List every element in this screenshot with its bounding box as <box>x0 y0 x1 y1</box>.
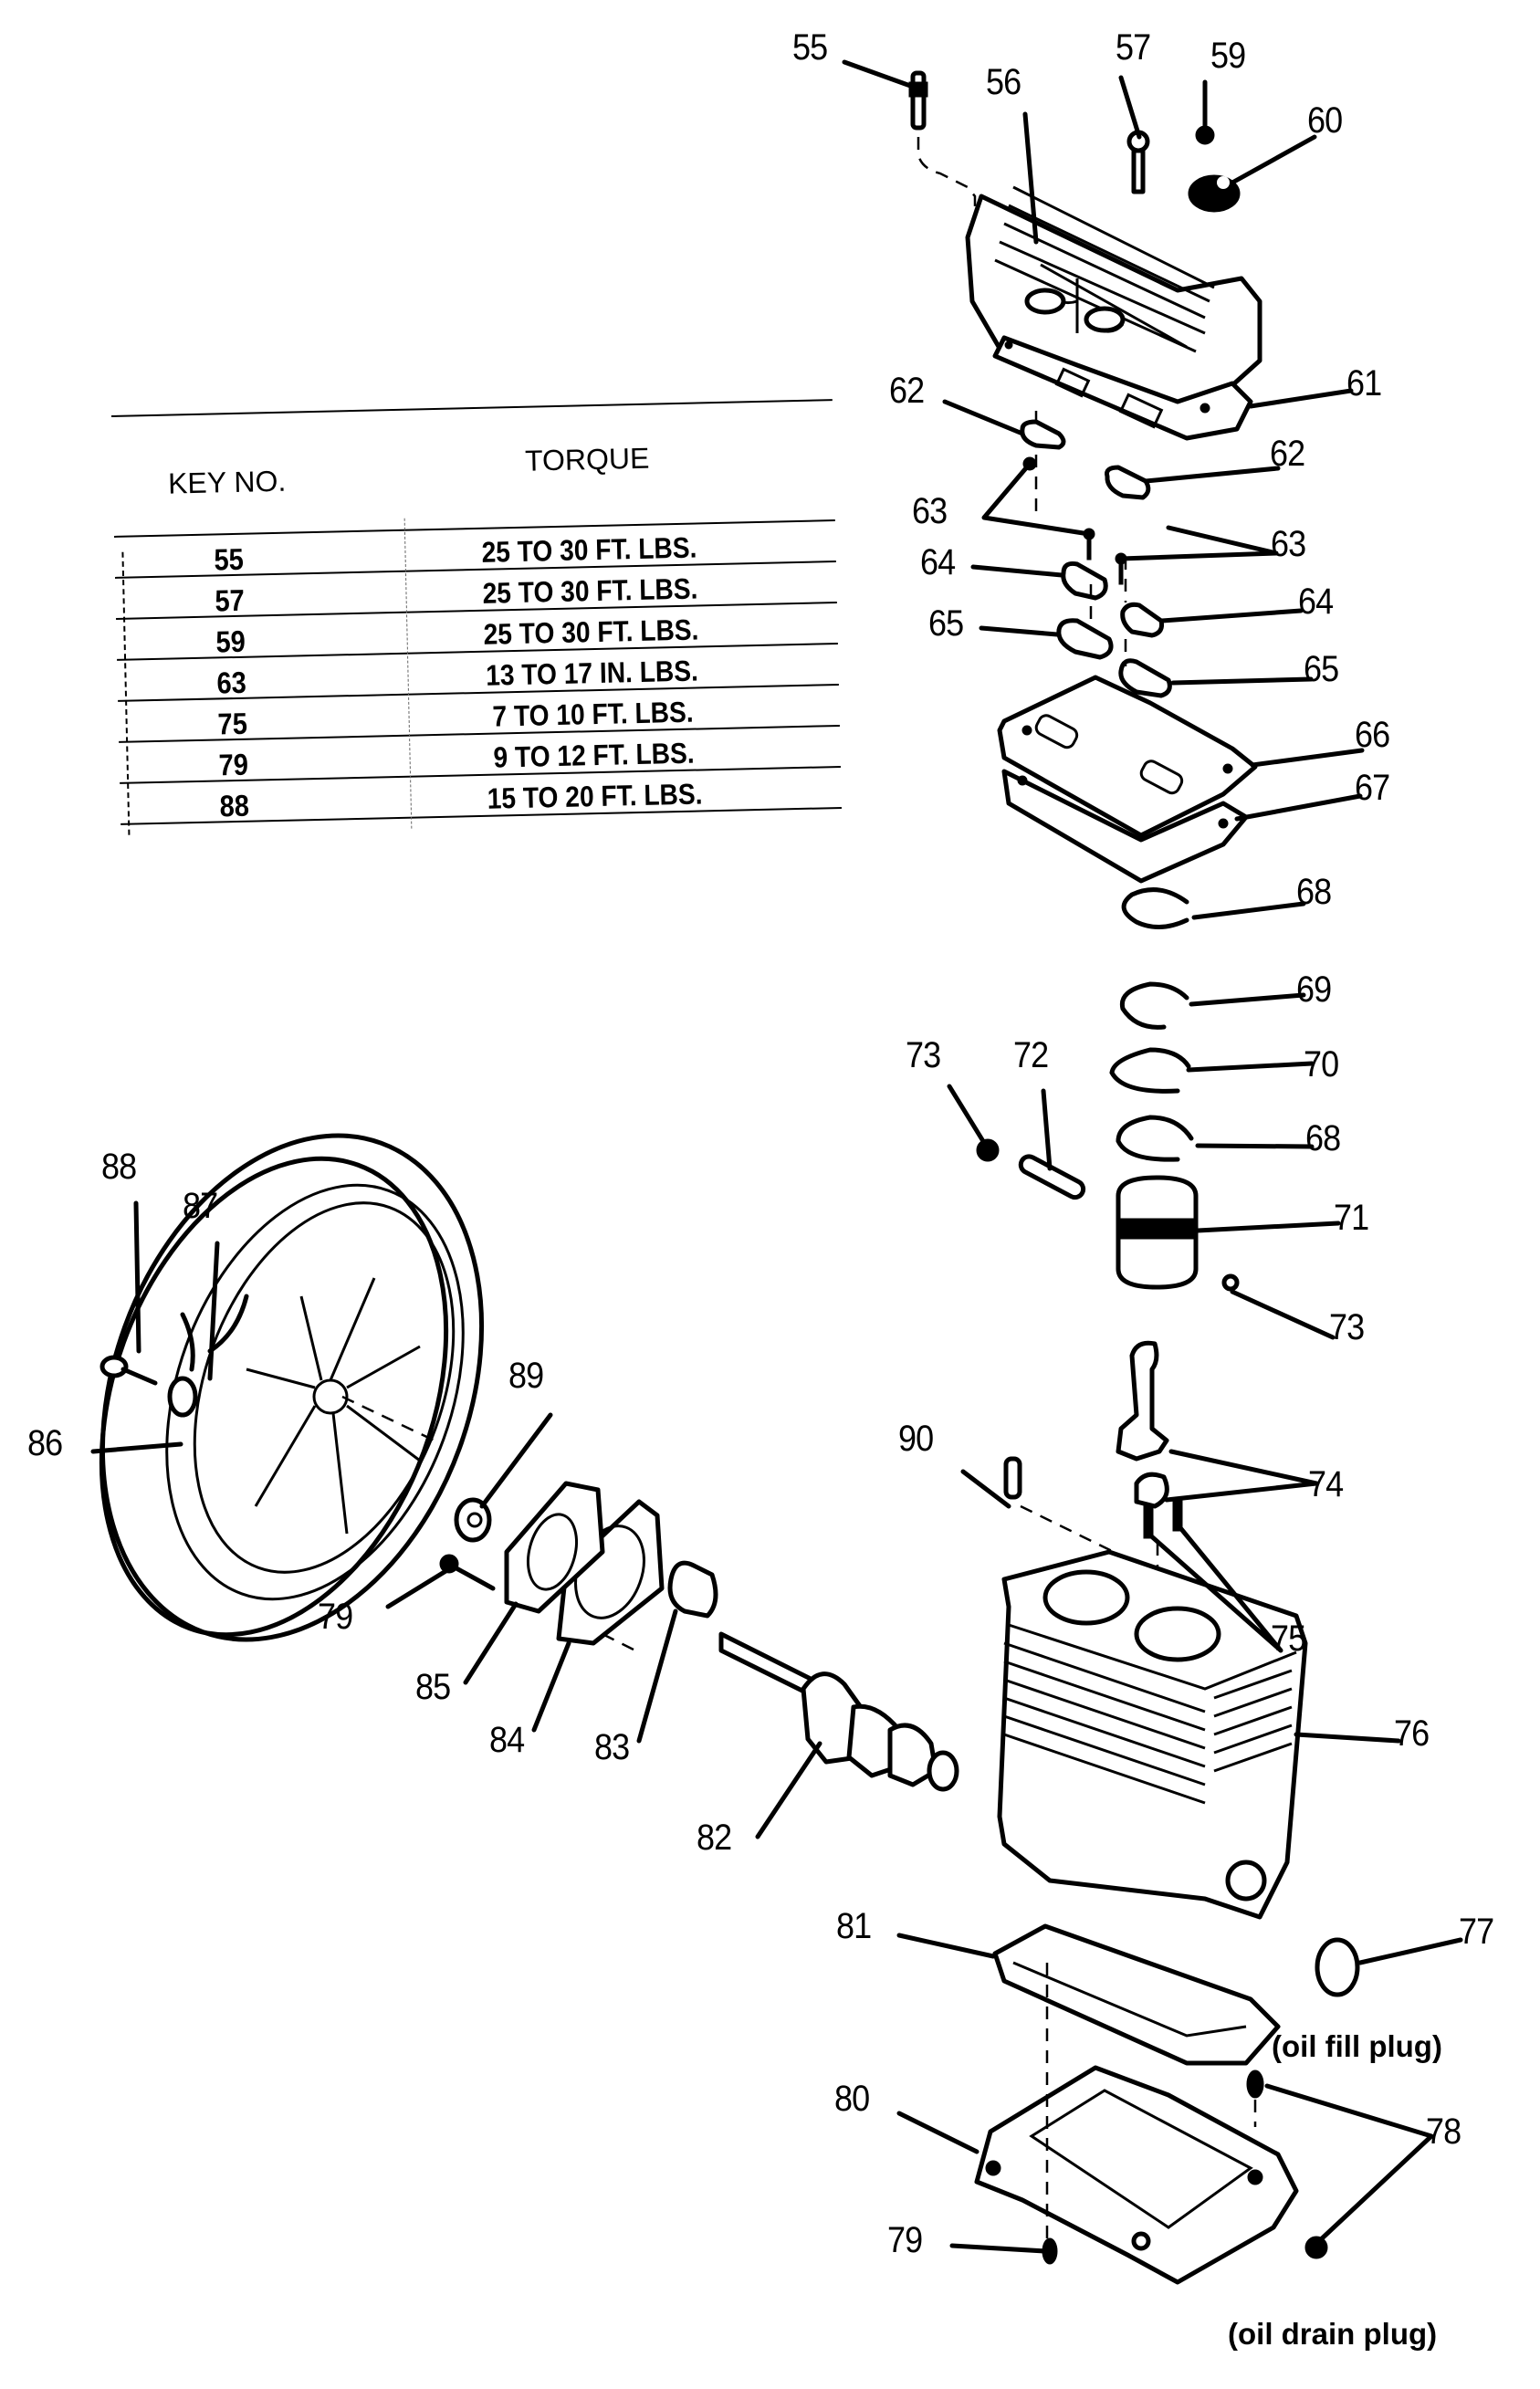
callout-70[interactable]: 70 <box>1304 1044 1339 1084</box>
callout-88[interactable]: 88 <box>101 1147 137 1187</box>
torque-table: KEY NO. TORQUE 55 25 TO 30 FT. LBS. 57 2… <box>111 399 842 835</box>
key-cell: 79 <box>218 747 249 782</box>
callout-79-base[interactable]: 79 <box>887 2220 923 2260</box>
callout-62-left[interactable]: 62 <box>889 371 925 411</box>
base-plate[interactable] <box>974 2065 1299 2285</box>
callout-90[interactable]: 90 <box>898 1419 934 1459</box>
callout-56[interactable]: 56 <box>986 62 1021 102</box>
header-key-no: KEY NO. <box>167 464 287 500</box>
callout-65-right[interactable]: 65 <box>1304 649 1339 689</box>
callout-61[interactable]: 61 <box>1346 363 1382 403</box>
callout-64-left[interactable]: 64 <box>920 542 956 582</box>
second-ring[interactable] <box>1119 981 1189 1030</box>
callout-66[interactable]: 66 <box>1355 715 1390 755</box>
callout-87[interactable]: 87 <box>183 1186 218 1226</box>
oil-drain-plug[interactable] <box>1304 2236 1328 2259</box>
callout-76[interactable]: 76 <box>1394 1713 1430 1754</box>
key-cell: 88 <box>219 788 250 823</box>
callout-84[interactable]: 84 <box>489 1720 525 1760</box>
callout-68-top[interactable]: 68 <box>1296 872 1332 912</box>
callout-64-right[interactable]: 64 <box>1298 582 1334 622</box>
flywheel-bolt[interactable] <box>100 1355 158 1386</box>
callout-81[interactable]: 81 <box>836 1906 872 1946</box>
bearing[interactable] <box>667 1560 718 1619</box>
callout-73-left[interactable]: 73 <box>906 1035 941 1075</box>
dowel-pin[interactable] <box>1003 1456 1022 1500</box>
callout-77[interactable]: 77 <box>1459 1912 1494 1952</box>
valve-keeper-right[interactable] <box>1105 465 1151 500</box>
callout-85[interactable]: 85 <box>415 1667 451 1707</box>
callout-80[interactable]: 80 <box>834 2079 870 2119</box>
callout-75[interactable]: 75 <box>1271 1619 1306 1659</box>
compression-ring-top[interactable] <box>1121 887 1189 929</box>
cylinder-crankcase[interactable] <box>997 1549 1308 1920</box>
callout-72[interactable]: 72 <box>1013 1035 1049 1075</box>
key-cell: 63 <box>216 665 247 700</box>
oil-ring[interactable] <box>1109 1047 1191 1094</box>
head-bolt[interactable] <box>908 70 928 131</box>
callout-67[interactable]: 67 <box>1355 768 1390 808</box>
oil-seal[interactable] <box>454 1497 492 1543</box>
bearing-housing[interactable] <box>504 1481 605 1614</box>
callout-63-right[interactable]: 63 <box>1271 524 1306 564</box>
callout-89[interactable]: 89 <box>508 1356 544 1396</box>
valve-plate[interactable] <box>997 675 1258 838</box>
valve-seat-left[interactable] <box>1056 618 1114 660</box>
callout-69[interactable]: 69 <box>1296 969 1332 1010</box>
valve-right[interactable] <box>1120 602 1164 638</box>
pin-retainer-left[interactable] <box>976 1138 1000 1162</box>
connecting-rod[interactable] <box>1116 1340 1169 1509</box>
callout-71[interactable]: 71 <box>1334 1198 1369 1238</box>
key-cell: 75 <box>217 706 248 741</box>
head-bolt-center[interactable] <box>1126 130 1150 194</box>
wrist-pin[interactable] <box>1018 1154 1086 1200</box>
callout-68-bottom[interactable]: 68 <box>1305 1118 1341 1158</box>
callout-57[interactable]: 57 <box>1116 27 1151 68</box>
callout-60[interactable]: 60 <box>1307 100 1343 141</box>
crankcase-plug[interactable] <box>1315 1937 1360 1997</box>
flywheel-pulley[interactable] <box>36 1082 548 1692</box>
oil-fill-plug-note: (oil fill plug) <box>1272 2029 1442 2063</box>
callout-55[interactable]: 55 <box>792 27 828 68</box>
callout-73-right[interactable]: 73 <box>1329 1307 1365 1347</box>
pin-retainer-right[interactable] <box>1221 1273 1240 1292</box>
callout-86[interactable]: 86 <box>27 1423 63 1463</box>
callout-62-right[interactable]: 62 <box>1270 434 1305 474</box>
crankshaft[interactable] <box>718 1631 959 1792</box>
callout-59[interactable]: 59 <box>1210 36 1246 76</box>
table-header: KEY NO. TORQUE <box>111 399 835 538</box>
callout-83[interactable]: 83 <box>594 1727 630 1767</box>
oil-fill-plug[interactable] <box>1246 2069 1264 2099</box>
callout-82[interactable]: 82 <box>697 1818 732 1858</box>
callout-78[interactable]: 78 <box>1426 2111 1461 2152</box>
callout-65-left[interactable]: 65 <box>928 603 964 644</box>
callout-74[interactable]: 74 <box>1308 1464 1344 1504</box>
valve-left[interactable] <box>1061 561 1108 601</box>
washer[interactable] <box>167 1376 198 1418</box>
piston[interactable] <box>1116 1175 1199 1290</box>
base-gasket[interactable] <box>992 1923 1281 2066</box>
header-torque: TORQUE <box>524 441 650 477</box>
fitting[interactable] <box>1188 174 1241 213</box>
key-cell: 57 <box>215 582 246 618</box>
compression-ring-bottom[interactable] <box>1116 1115 1194 1162</box>
key-cell: 59 <box>215 623 246 659</box>
valve-keeper-left[interactable] <box>1020 419 1066 450</box>
key-cell: 55 <box>214 541 245 577</box>
oil-drain-plug-note: (oil drain plug) <box>1228 2317 1438 2351</box>
leader-lines <box>90 59 1463 2254</box>
valve-plate-gasket[interactable] <box>1001 769 1249 884</box>
housing-screw[interactable] <box>439 1554 496 1591</box>
callout-63-left[interactable]: 63 <box>912 491 948 531</box>
callout-79-housing[interactable]: 79 <box>318 1597 353 1637</box>
head-gasket[interactable] <box>992 335 1253 441</box>
